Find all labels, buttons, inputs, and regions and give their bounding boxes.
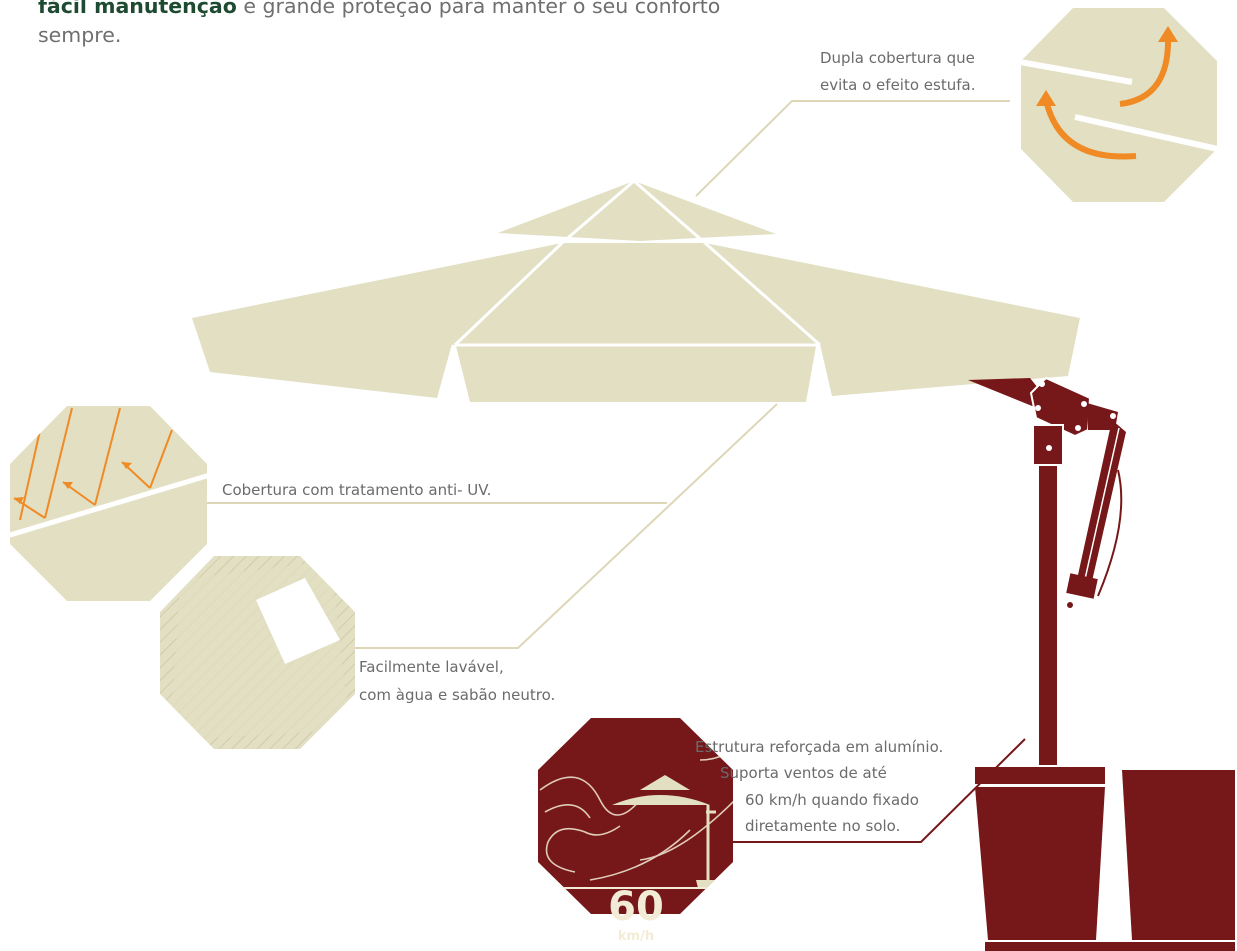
umbrella-structure (968, 376, 1235, 951)
estrutura-label-line3: 60 km/h quando fixado (745, 791, 919, 809)
canopy-top (498, 181, 776, 241)
estrutura-label-line2: Suporta ventos de até (720, 764, 887, 782)
canopy-flap-right (820, 318, 1080, 396)
double-cover-octagon (1021, 8, 1217, 202)
wind-speed-unit: km/h (618, 929, 654, 944)
base-left (975, 767, 1105, 784)
estrutura-label-line1: Estrutura reforçada em alumínio. (695, 738, 944, 756)
canopy-flap-left (192, 318, 452, 398)
leader-dupla (695, 100, 1010, 197)
lavavel-label-line1: Facilmente lavável, (359, 658, 504, 676)
clean-patch (256, 578, 340, 664)
intro-bold: fácil manutenção (38, 0, 237, 18)
canopy-main (192, 243, 1080, 345)
leader-lavavel (355, 403, 778, 649)
lavavel-label-line2: com àgua e sabão neutro. (359, 686, 556, 704)
antiuv-label: Cobertura com tratamento anti- UV. (222, 481, 492, 499)
dupla-label-line2: evita o efeito estufa. (820, 76, 976, 94)
estrutura-label-line4: diretamente no solo. (745, 817, 901, 835)
main-pole (1039, 425, 1057, 765)
dupla-label-line1: Dupla cobertura que (820, 49, 975, 67)
leader-lines (207, 100, 1010, 649)
washable-octagon (160, 556, 355, 749)
antiuv-octagon (10, 406, 207, 601)
wind-speed-value: 60 (608, 884, 664, 930)
support-arm (968, 378, 1046, 410)
intro-text: fácil manutenção e grande proteção para … (38, 0, 758, 50)
wind-badge-octagon: 60 km/h (538, 718, 733, 944)
base-planter-left (975, 787, 1105, 940)
intro-rest: e grande proteção para manter o seu conf… (38, 0, 721, 47)
canopy-flap-center (456, 346, 816, 402)
canopy (192, 179, 1080, 402)
base-planter-right (1122, 770, 1235, 940)
